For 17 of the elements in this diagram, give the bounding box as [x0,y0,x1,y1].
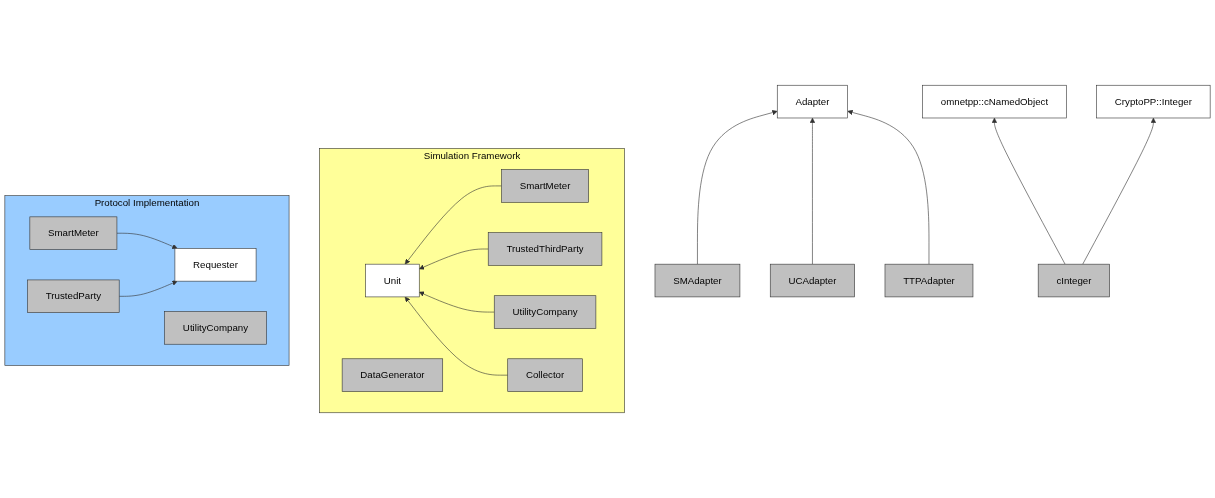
node-box: cInteger [1037,263,1110,298]
node-box: omnetpp::cNamedObject [922,84,1067,119]
node-box: Unit [365,263,420,298]
node-box: TTPAdapter [884,263,974,298]
node-box: TrustedThirdParty [487,232,603,266]
node-box: CryptoPP::Integer [1096,84,1211,119]
node-box: SmartMeter [29,216,118,250]
node-box: SMAdapter [654,263,741,298]
node-box: DataGenerator [341,358,444,392]
node-box: Requester [174,248,257,282]
node-box: Adapter [776,84,848,119]
node-box: Collector [507,358,583,392]
node-box: TrustedParty [27,279,120,313]
node-box: UtilityCompany [493,295,597,329]
node-box: UCAdapter [769,263,855,298]
node-box: SmartMeter [501,169,589,203]
node-box: UtilityCompany [164,311,267,345]
